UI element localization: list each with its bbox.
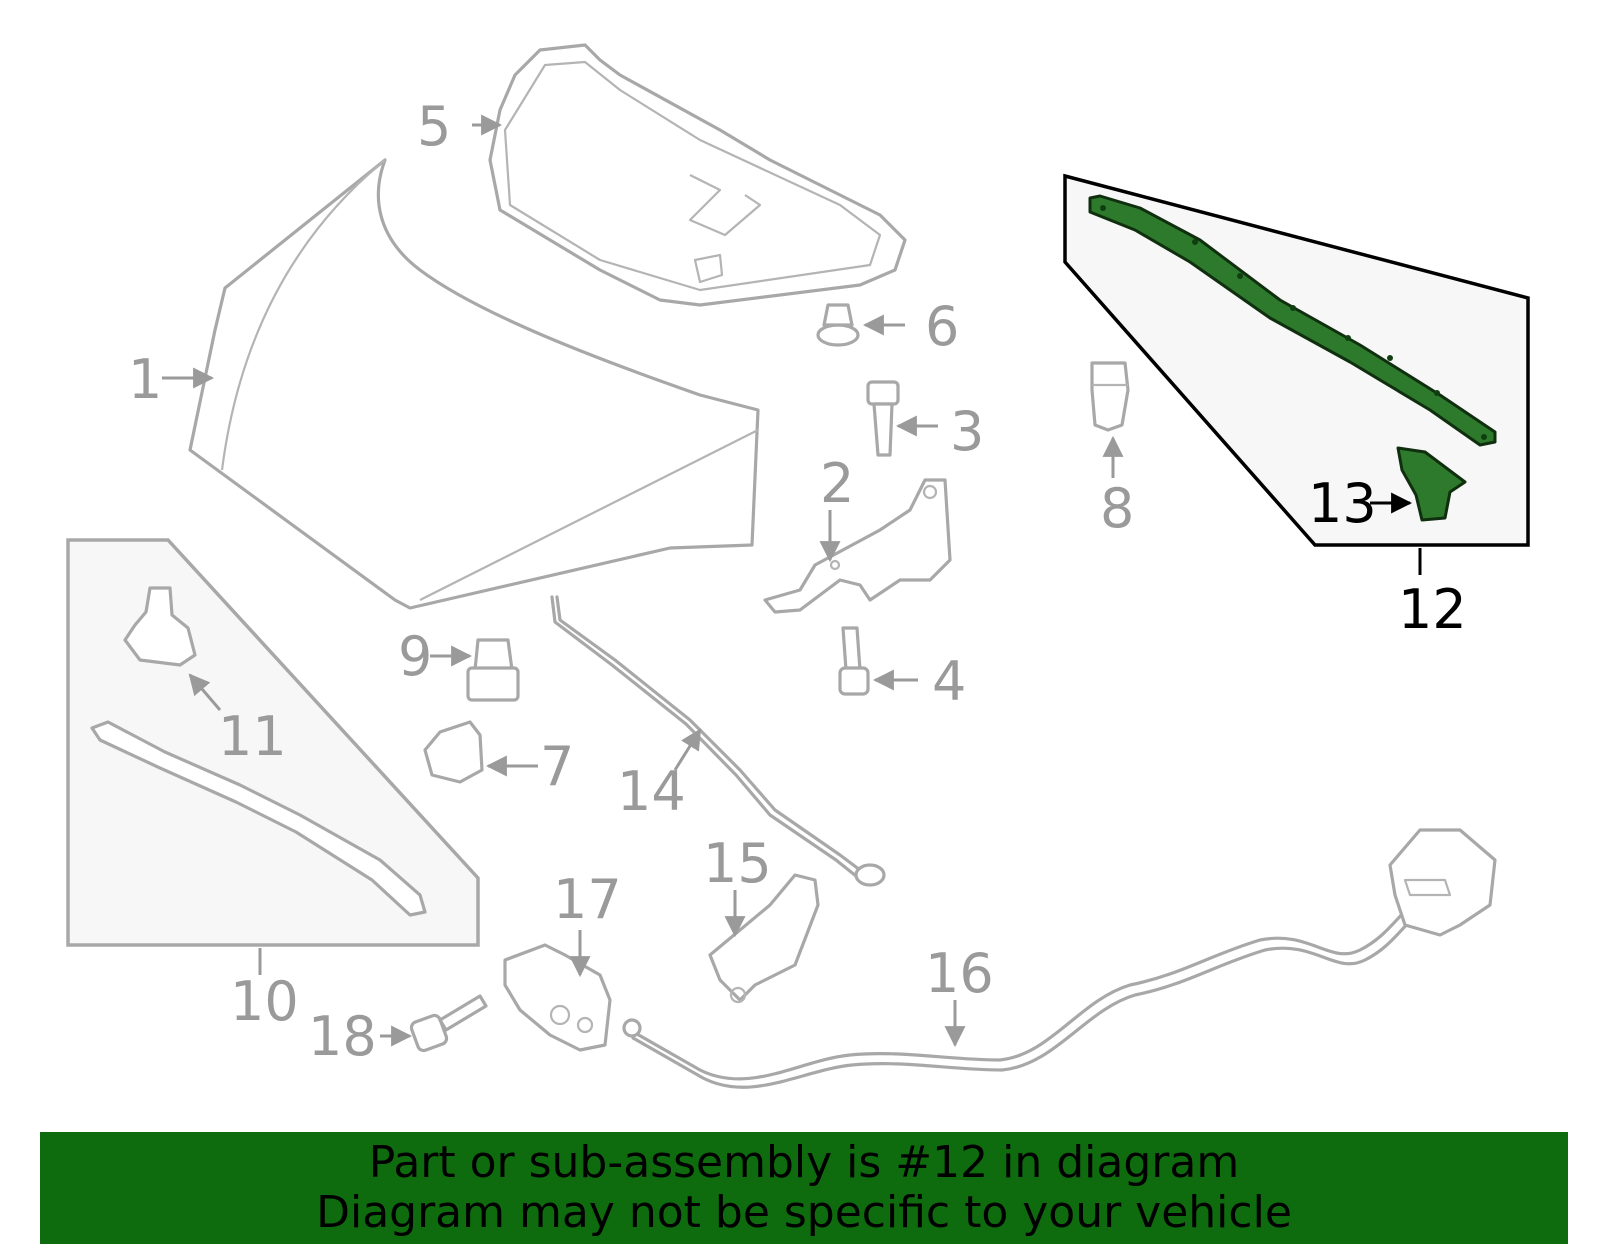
hood-latch-part[interactable] xyxy=(503,943,612,1052)
callout-leaders xyxy=(162,114,1422,1048)
callout-18: 18 xyxy=(308,1005,377,1068)
bolt-part-3[interactable] xyxy=(866,380,900,457)
callout-15: 15 xyxy=(703,832,772,895)
latch-part-15[interactable] xyxy=(708,873,820,1004)
bolt-part-4[interactable] xyxy=(838,626,870,696)
callout-11: 11 xyxy=(218,705,287,768)
callout-4: 4 xyxy=(932,650,966,713)
callout-3: 3 xyxy=(950,400,984,463)
bumper-part-7[interactable] xyxy=(423,720,484,784)
prop-rod-part[interactable] xyxy=(550,595,886,887)
clip-part-6[interactable] xyxy=(816,303,860,347)
callout-5: 5 xyxy=(417,95,451,158)
callout-16: 16 xyxy=(925,942,994,1005)
group-box-12[interactable] xyxy=(1063,173,1530,547)
banner-line-disclaimer: Diagram may not be specific to your vehi… xyxy=(316,1187,1292,1238)
bumper-part-9[interactable] xyxy=(466,638,520,702)
info-banner: Part or sub-assembly is #12 in diagram D… xyxy=(40,1132,1568,1244)
highlighted-clip-13[interactable] xyxy=(1396,446,1467,522)
callout-12: 12 xyxy=(1398,578,1467,641)
callout-13: 13 xyxy=(1308,472,1377,535)
highlighted-seal-strip[interactable] xyxy=(1088,194,1497,447)
hood-part[interactable] xyxy=(188,158,760,610)
callout-10: 10 xyxy=(230,970,299,1033)
seal-strip-part[interactable] xyxy=(90,720,427,917)
callout-1: 1 xyxy=(128,348,162,411)
callout-14: 14 xyxy=(617,760,686,823)
callout-2: 2 xyxy=(820,452,854,515)
hood-insulator-part[interactable] xyxy=(488,43,907,307)
callout-7: 7 xyxy=(540,735,574,798)
callout-6: 6 xyxy=(925,295,959,358)
release-cable-part[interactable] xyxy=(622,828,1497,1089)
bolt-part-18[interactable] xyxy=(409,994,488,1053)
callout-17: 17 xyxy=(553,868,622,931)
banner-line-part-number: Part or sub-assembly is #12 in diagram xyxy=(368,1137,1240,1188)
callout-9: 9 xyxy=(398,625,432,688)
callout-8: 8 xyxy=(1100,477,1134,540)
bumper-part-8[interactable] xyxy=(1090,361,1130,432)
clip-part-11[interactable] xyxy=(123,586,197,667)
group-box-10 xyxy=(66,538,480,947)
hood-hinge-part[interactable] xyxy=(763,478,952,614)
